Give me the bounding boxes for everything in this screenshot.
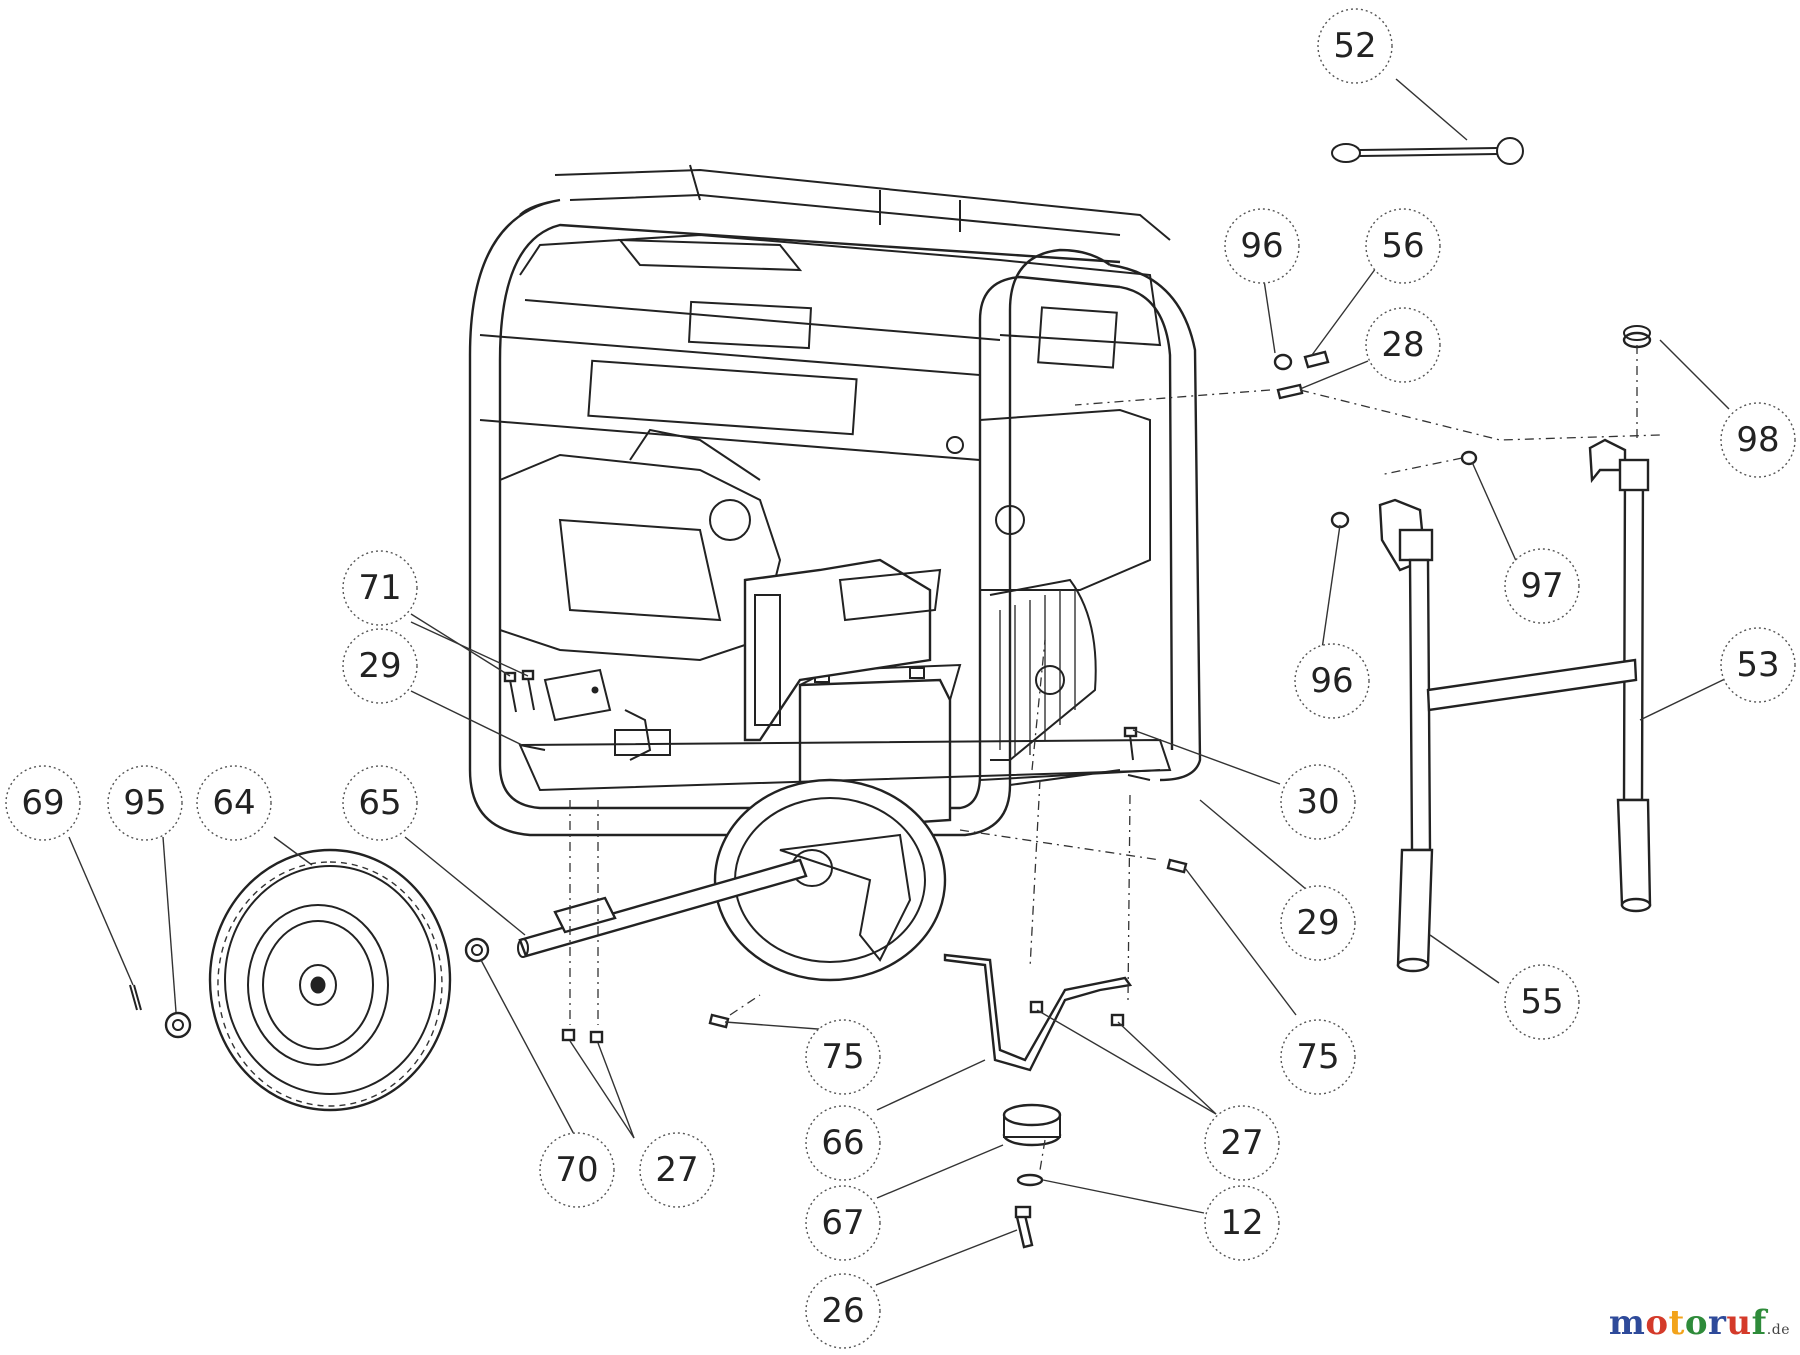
callout-number: 64	[212, 783, 255, 823]
callout-number: 75	[1296, 1037, 1339, 1077]
callout-67: 67	[805, 1185, 881, 1261]
watermark-letter: u	[1726, 1303, 1752, 1343]
generator-frame	[468, 164, 1202, 837]
foot-bracket	[943, 953, 1133, 1147]
callout-29: 29	[342, 628, 418, 704]
callout-layer: 52 96 56 28 98 97 96 53 71 29 30 69 95 64 65 29 55 75 75 70…	[5, 8, 1796, 1349]
leader-lines	[68, 78, 1730, 1286]
callout-number: 97	[1520, 566, 1563, 606]
callout-98: 98	[1720, 402, 1796, 478]
watermark-letter: o	[1684, 1303, 1708, 1343]
callout-56: 56	[1365, 208, 1441, 284]
callout-71: 71	[342, 550, 418, 626]
callout-96: 96	[1294, 643, 1370, 719]
callout-96: 96	[1224, 208, 1300, 284]
hardware	[129, 325, 1652, 1249]
watermark-letter: m	[1608, 1303, 1646, 1343]
callout-69: 69	[5, 765, 81, 841]
callout-number: 95	[123, 783, 166, 823]
callout-number: 29	[358, 646, 401, 686]
callout-12: 12	[1204, 1185, 1280, 1261]
watermark-letter: t	[1668, 1303, 1685, 1343]
callout-27: 27	[1204, 1105, 1280, 1181]
callout-number: 52	[1333, 26, 1376, 66]
callout-number: 53	[1736, 645, 1779, 685]
callout-30: 30	[1280, 764, 1356, 840]
callout-number: 70	[555, 1150, 598, 1190]
callout-75: 75	[1280, 1019, 1356, 1095]
callout-number: 75	[821, 1037, 864, 1077]
callout-number: 96	[1310, 661, 1353, 701]
callout-29: 29	[1280, 885, 1356, 961]
callout-27: 27	[639, 1132, 715, 1208]
callout-number: 29	[1296, 903, 1339, 943]
callout-number: 65	[358, 783, 401, 823]
callout-52: 52	[1317, 8, 1393, 84]
callout-number: 69	[21, 783, 64, 823]
axle-rod	[517, 858, 808, 958]
callout-75: 75	[805, 1019, 881, 1095]
callout-66: 66	[805, 1105, 881, 1181]
callout-53: 53	[1720, 627, 1796, 703]
callout-65: 65	[342, 765, 418, 841]
watermark-letter: r	[1708, 1303, 1727, 1343]
callout-number: 30	[1296, 782, 1339, 822]
callout-number: 28	[1381, 325, 1424, 365]
callout-number: 71	[358, 568, 401, 608]
callout-number: 98	[1736, 420, 1779, 460]
callout-number: 12	[1220, 1203, 1263, 1243]
callout-number: 55	[1520, 982, 1563, 1022]
callout-95: 95	[107, 765, 183, 841]
callout-97: 97	[1504, 548, 1580, 624]
callout-number: 66	[821, 1123, 864, 1163]
callout-number: 67	[821, 1203, 864, 1243]
handle-assembly	[1378, 438, 1652, 973]
callout-26: 26	[805, 1273, 881, 1349]
callout-number: 56	[1381, 226, 1424, 266]
watermark-letter: f	[1751, 1303, 1767, 1343]
callout-number: 96	[1240, 226, 1283, 266]
callout-number: 26	[821, 1291, 864, 1331]
callout-28: 28	[1365, 307, 1441, 383]
lanyard	[1331, 137, 1524, 165]
generator-body	[479, 233, 1172, 832]
front-wheel	[208, 848, 452, 1112]
callout-number: 27	[655, 1150, 698, 1190]
callout-number: 27	[1220, 1123, 1263, 1163]
callout-55: 55	[1504, 964, 1580, 1040]
callout-64: 64	[196, 765, 272, 841]
watermark-suffix: .de	[1766, 1322, 1790, 1338]
watermark-logo: motoruf.de	[1609, 1303, 1790, 1343]
watermark-letter: o	[1645, 1303, 1669, 1343]
callout-70: 70	[539, 1132, 615, 1208]
